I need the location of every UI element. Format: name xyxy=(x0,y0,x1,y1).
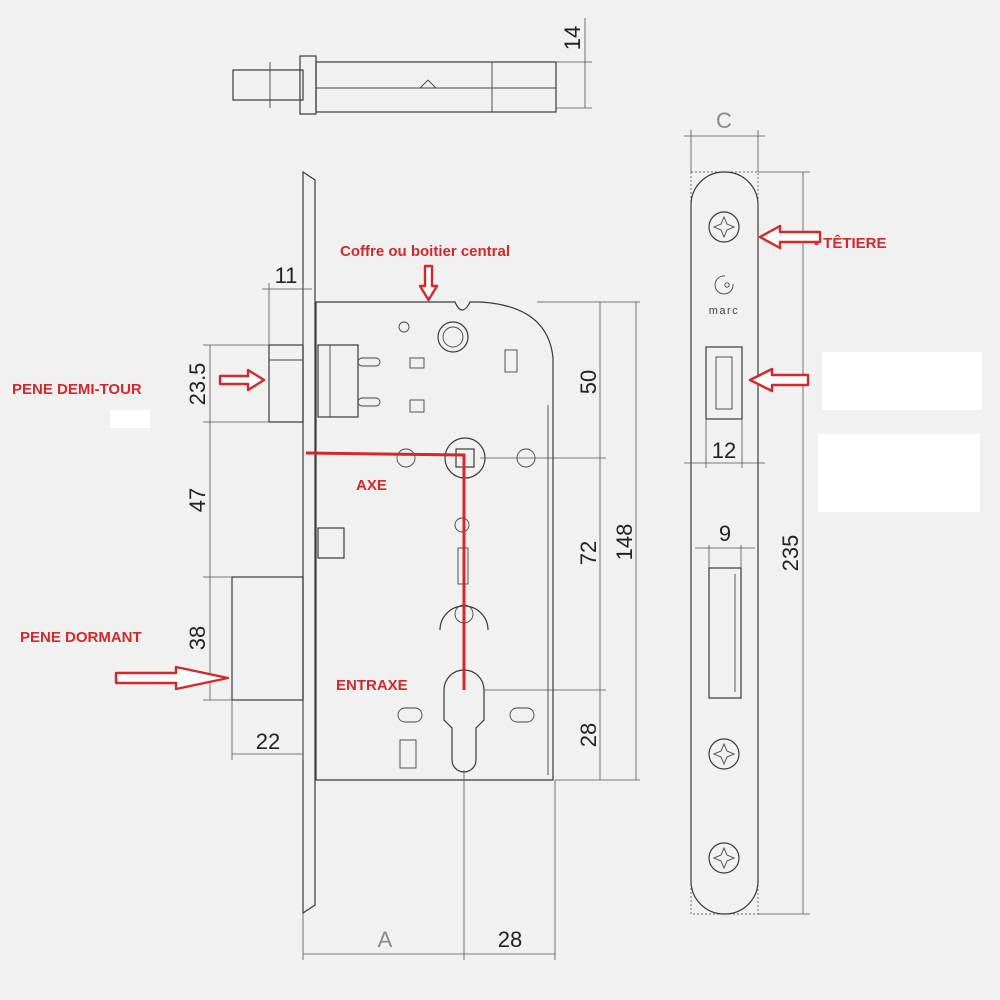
dim-23-5-text: 23.5 xyxy=(185,363,210,406)
dim-12-text: 12 xyxy=(712,438,736,463)
axe-entraxe-line xyxy=(305,451,466,690)
dim-148-text: 148 xyxy=(612,524,637,561)
top-view-faceplate xyxy=(299,55,317,115)
front-annotations: Coffre ou boitier central PENE DEMI-TOUR… xyxy=(12,243,510,694)
label-tetiere: - TÊTIERE xyxy=(814,234,887,252)
latch-spring-bottom xyxy=(357,397,381,407)
tetiere-screw-top-star xyxy=(712,215,736,239)
dim-14-text: 14 xyxy=(560,26,585,50)
tetiere-view: marc C 12 9 235 - TÊTIERE xyxy=(684,108,982,915)
tetiere-screw-middle-star xyxy=(712,742,736,766)
tetiere-deadbolt-opening xyxy=(708,567,742,699)
middle-hole xyxy=(454,517,470,533)
small-hole xyxy=(398,321,410,333)
dim-c-text: C xyxy=(716,108,732,133)
deadbolt xyxy=(231,576,304,701)
top-screw-inner xyxy=(442,326,464,348)
slot-2 xyxy=(504,349,518,373)
dim-38-text: 38 xyxy=(185,626,210,650)
top-view-notch xyxy=(419,79,437,89)
front-dimensions: 11 23.5 47 38 22 50 72 28 148 xyxy=(185,263,640,960)
label-coffre: Coffre ou boitier central xyxy=(340,243,510,260)
dim-a-text: A xyxy=(378,927,393,952)
tetiere-screw-middle xyxy=(708,738,740,770)
brand-logo-text: marc xyxy=(709,305,739,317)
label-axe: AXE xyxy=(356,477,387,494)
front-view xyxy=(231,170,554,915)
dim-235-text: 235 xyxy=(778,535,803,572)
cylinder-cutout xyxy=(443,669,485,773)
tetiere-screw-top xyxy=(708,211,740,243)
cylinder-block xyxy=(399,739,417,769)
white-patch-right-bottom xyxy=(818,434,980,512)
dim-11-text: 11 xyxy=(275,263,298,288)
dim-9-text: 9 xyxy=(719,521,731,546)
top-view: 14 xyxy=(232,18,592,115)
dim-72-text: 72 xyxy=(576,541,601,565)
dim-50-text: 50 xyxy=(576,370,601,394)
slot-1 xyxy=(409,357,425,369)
latch-bolt xyxy=(268,344,304,423)
tetiere-plate xyxy=(690,171,759,915)
arrow-tetiere xyxy=(758,224,822,250)
top-screw-outer xyxy=(437,321,469,353)
arrow-latch-opening xyxy=(748,367,810,393)
tetiere-screw-bottom xyxy=(708,842,740,874)
brand-logo-dot xyxy=(724,282,730,288)
spindle-hole-left xyxy=(396,448,416,468)
dim-28-bottom-text: 28 xyxy=(498,927,522,952)
top-view-case xyxy=(315,61,557,113)
white-patch-left xyxy=(110,410,150,428)
arrow-coffre xyxy=(418,264,439,302)
deadbolt-guide xyxy=(317,527,345,559)
arrow-pene-demi-tour xyxy=(218,368,266,392)
top-view-latch xyxy=(232,69,304,101)
lock-case xyxy=(315,301,554,781)
dim-28-right-text: 28 xyxy=(576,723,601,747)
tetiere-latch-inner xyxy=(715,356,733,410)
cylinder-slot-left xyxy=(397,707,423,723)
latch-spring-top xyxy=(357,357,381,367)
label-pene-dormant: PENE DORMANT xyxy=(20,629,142,646)
tetiere-screw-bottom-star xyxy=(712,846,736,870)
tetiere-latch-opening xyxy=(705,346,743,420)
dim-22-text: 22 xyxy=(256,729,280,754)
cylinder-slot-right xyxy=(509,707,535,723)
latch-bolt-housing xyxy=(317,344,359,418)
slot-3 xyxy=(409,399,425,413)
white-patch-right-top xyxy=(822,352,982,410)
arrow-pene-dormant xyxy=(114,665,230,691)
dim-47-text: 47 xyxy=(185,488,210,512)
brand-logo-icon xyxy=(714,275,734,295)
front-faceplate xyxy=(302,170,316,915)
label-pene-demi-tour: PENE DEMI-TOUR xyxy=(12,381,142,398)
label-entraxe: ENTRAXE xyxy=(336,677,408,694)
